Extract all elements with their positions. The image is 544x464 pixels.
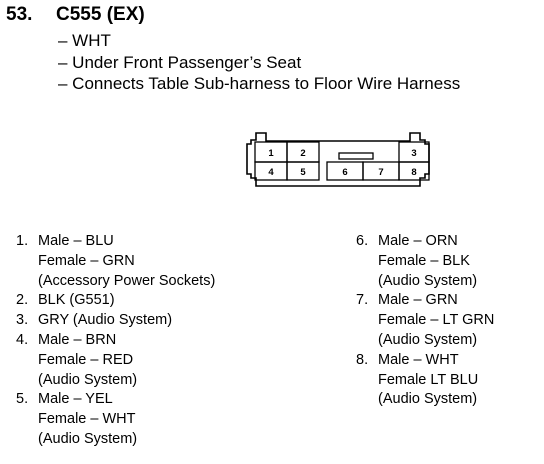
pin-entry-line: (Audio System) (378, 391, 478, 408)
pin-entry-3: 3. GRY (Audio System) (16, 311, 215, 331)
pin-entry-number: 4. (16, 331, 29, 348)
description-connects: – Connects Table Sub-harness to Floor Wi… (58, 74, 461, 93)
pin-entry-number: 8. (356, 351, 369, 368)
pin-entry-line: Male – BRN (38, 331, 117, 348)
description-color: – WHT (58, 31, 111, 50)
pin-entry-4: 4. Male – BRN Female – RED (Audio System… (16, 331, 215, 390)
pin-entry-7: 7. Male – GRN Female – LT GRN (Audio Sys… (356, 291, 494, 350)
pin-entry-line: BLK (G551) (38, 292, 115, 309)
pin-entry-line: Male – BLU (38, 233, 114, 249)
pin-entry-line: Male – ORN (378, 233, 458, 249)
pin-entry-line: Female – LT GRN (378, 312, 495, 329)
connector-description: – WHT – Under Front Passenger’s Seat – C… (58, 30, 460, 95)
pin-entry-line: (Audio System) (378, 331, 478, 348)
description-location: – Under Front Passenger’s Seat (58, 52, 302, 72)
connector-face-diagram: 1 2 3 4 5 6 7 8 (246, 132, 430, 187)
pin-entry-line: GRY (Audio System) (38, 312, 173, 329)
pin-entry-number: 3. (16, 312, 29, 329)
pin-entry-6: 6. Male – ORN Female – BLK (Audio System… (356, 232, 494, 291)
pin-entry-5: 5. Male – YEL Female – WHT (Audio System… (16, 390, 215, 449)
pin-entry-line: (Audio System) (38, 371, 138, 388)
pin-number-8: 8 (411, 167, 416, 178)
pin-entry-line: Male – WHT (378, 351, 459, 368)
pin-entry-line: Female – WHT (38, 411, 136, 428)
pin-number-2: 2 (300, 148, 305, 159)
connector-housing (246, 132, 430, 187)
pin-list-right: 6. Male – ORN Female – BLK (Audio System… (356, 232, 494, 410)
pin-entry-line: Female – BLK (378, 252, 470, 269)
pin-number-3: 3 (411, 148, 416, 159)
pin-entry-2: 2. BLK (G551) (16, 291, 215, 311)
pin-entry-line: (Audio System) (38, 430, 138, 447)
pin-number-1: 1 (268, 148, 274, 159)
pin-entry-number: 1. (16, 233, 29, 249)
pin-entry-line: Male – GRN (378, 292, 458, 309)
pin-entry-number: 5. (16, 391, 29, 408)
pin-entry-line: Female – RED (38, 351, 134, 368)
pin-cell-8 (398, 161, 430, 181)
pin-entry-line: (Accessory Power Sockets) (38, 272, 216, 289)
pin-entry-number: 2. (16, 292, 29, 309)
pin-entry-line: Male – YEL (38, 391, 113, 408)
pin-number-6: 6 (342, 167, 347, 178)
connector-title: C555 (EX) (56, 4, 145, 25)
pin-entry-8: 8. Male – WHT Female LT BLU (Audio Syste… (356, 351, 494, 410)
pin-entry-number: 7. (356, 292, 369, 309)
pin-cell-5 (286, 161, 320, 181)
pin-number-5: 5 (300, 167, 306, 178)
pin-number-7: 7 (378, 167, 383, 178)
pin-entry-line: Female LT BLU (378, 371, 479, 388)
pin-entry-line: (Audio System) (378, 272, 478, 289)
pin-entry-number: 6. (356, 233, 369, 249)
section-number: 53. (6, 4, 33, 25)
connector-latch (338, 152, 374, 160)
pin-number-4: 4 (268, 167, 274, 178)
pin-entry-line: Female – GRN (38, 252, 135, 269)
pin-entry-1: 1. Male – BLU Female – GRN (Accessory Po… (16, 232, 215, 291)
page-heading: 53. C555 (EX) (6, 4, 145, 26)
pin-list-left: 1. Male – BLU Female – GRN (Accessory Po… (16, 232, 215, 450)
